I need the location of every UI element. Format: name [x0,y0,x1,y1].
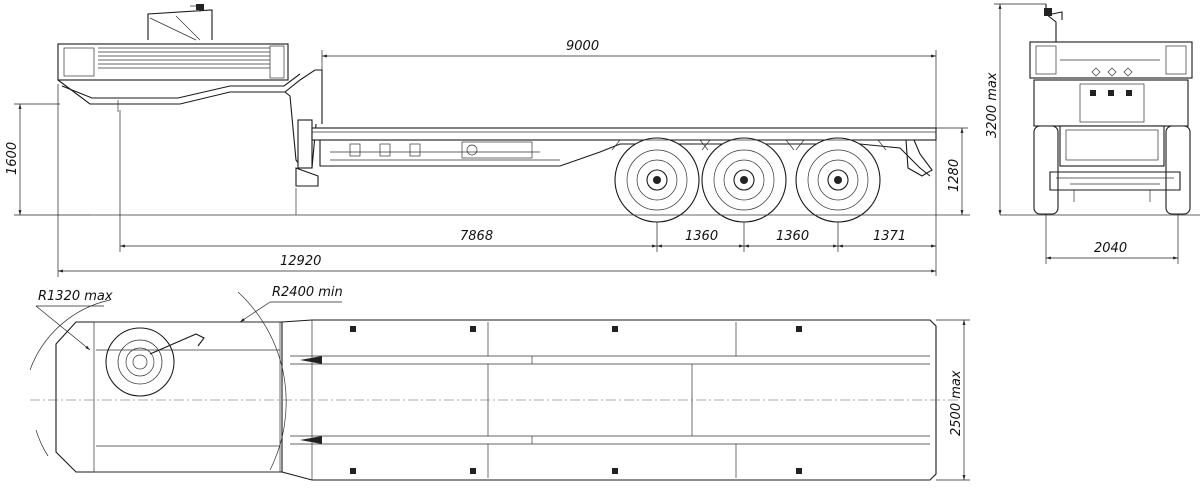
dim-gooseneck-height: 1600 [5,142,20,175]
dim-deck-height: 1280 [947,159,962,192]
side-view [57,4,970,223]
dim-turning-radius: R2400 min [272,285,343,300]
dim-track-width: 2040 [1094,241,1127,256]
side-dimensions: 9000 1600 1280 7868 1360 1360 1371 12920 [5,39,968,277]
dim-axle-spacing-2: 1360 [776,229,809,244]
axle-1-wheel [614,137,700,223]
dim-deck-length: 9000 [566,39,599,54]
rear-view: 3200 max 2040 [985,3,1200,264]
dim-kingpin-to-axle: 7868 [460,229,493,244]
gooseneck [57,4,323,187]
dim-front-radius: R1320 max [38,289,113,304]
top-view: R1320 max R2400 min 2500 max [29,285,970,481]
dim-overall-width: 2500 max [949,370,964,436]
dim-max-height: 3200 max [985,72,1000,138]
dim-axle-spacing-1: 1360 [685,229,718,244]
dim-overall-length: 12920 [280,254,321,269]
dim-rear-overhang: 1371 [873,229,906,244]
axle-2-wheel [701,137,787,223]
axle-3-wheel [795,137,881,223]
